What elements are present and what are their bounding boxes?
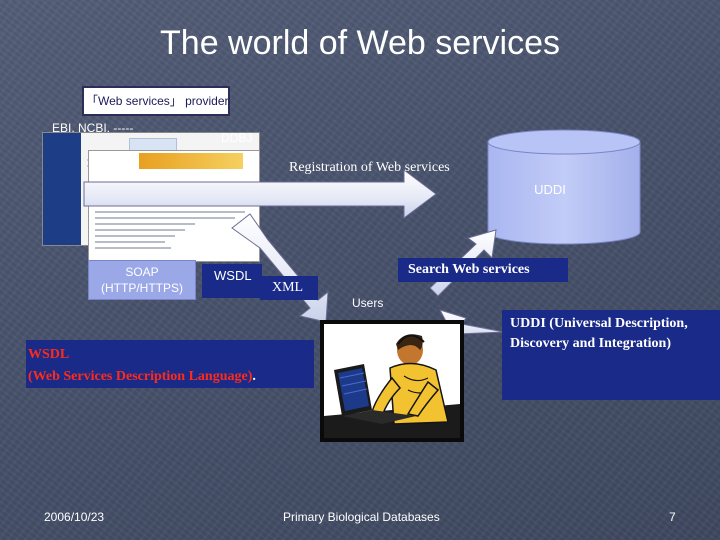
wsdl-definition-title: WSDL — [28, 347, 70, 362]
provider-box — [82, 86, 230, 116]
registration-label: Registration of Web services — [289, 160, 450, 175]
page-number: 7 — [669, 510, 676, 524]
text-line — [95, 223, 195, 225]
registration-arrow — [83, 169, 437, 219]
uddi-label: UDDI — [534, 182, 566, 197]
ddbj-label: DDBJ — [221, 131, 253, 145]
wsdl-box: WSDL — [202, 264, 262, 298]
wsdl-period: . — [252, 369, 256, 384]
footer-date: 2006/10/23 — [44, 510, 105, 524]
soap-box: SOAP (HTTP/HTTPS) — [88, 260, 196, 300]
users-label: Users — [352, 296, 384, 310]
xml-box: XML — [260, 276, 318, 300]
ddbj-banner — [139, 153, 243, 169]
text-line — [95, 247, 171, 249]
user-clipart-frame — [320, 320, 464, 442]
wsdl-definition-expansion: (Web Services Description Language). — [28, 366, 314, 388]
soap-protocol-label: (HTTP/HTTPS) — [101, 281, 183, 295]
uddi-database — [487, 129, 641, 245]
text-line — [95, 235, 175, 237]
text-line — [95, 241, 165, 243]
providers-text: EBI, NCBI, ----- — [52, 121, 134, 135]
search-web-services-box: Search Web services — [398, 258, 568, 282]
text-line — [95, 211, 245, 213]
ncbi-sidebar — [43, 133, 81, 245]
uddi-definition-box: UDDI (Universal Description, Discovery a… — [502, 310, 720, 400]
text-line — [95, 229, 185, 231]
slide-title: The world of Web services — [160, 24, 560, 62]
footer-title: Primary Biological Databases — [283, 510, 440, 524]
provider-label: 「Web services」 provider — [86, 94, 229, 108]
wsdl-definition-box: WSDL (Web Services Description Language)… — [26, 340, 314, 388]
user-at-computer-icon — [324, 324, 460, 438]
text-line — [95, 217, 235, 219]
soap-label: SOAP — [125, 265, 159, 279]
wsdl-expansion-text: (Web Services Description Language) — [28, 369, 253, 384]
